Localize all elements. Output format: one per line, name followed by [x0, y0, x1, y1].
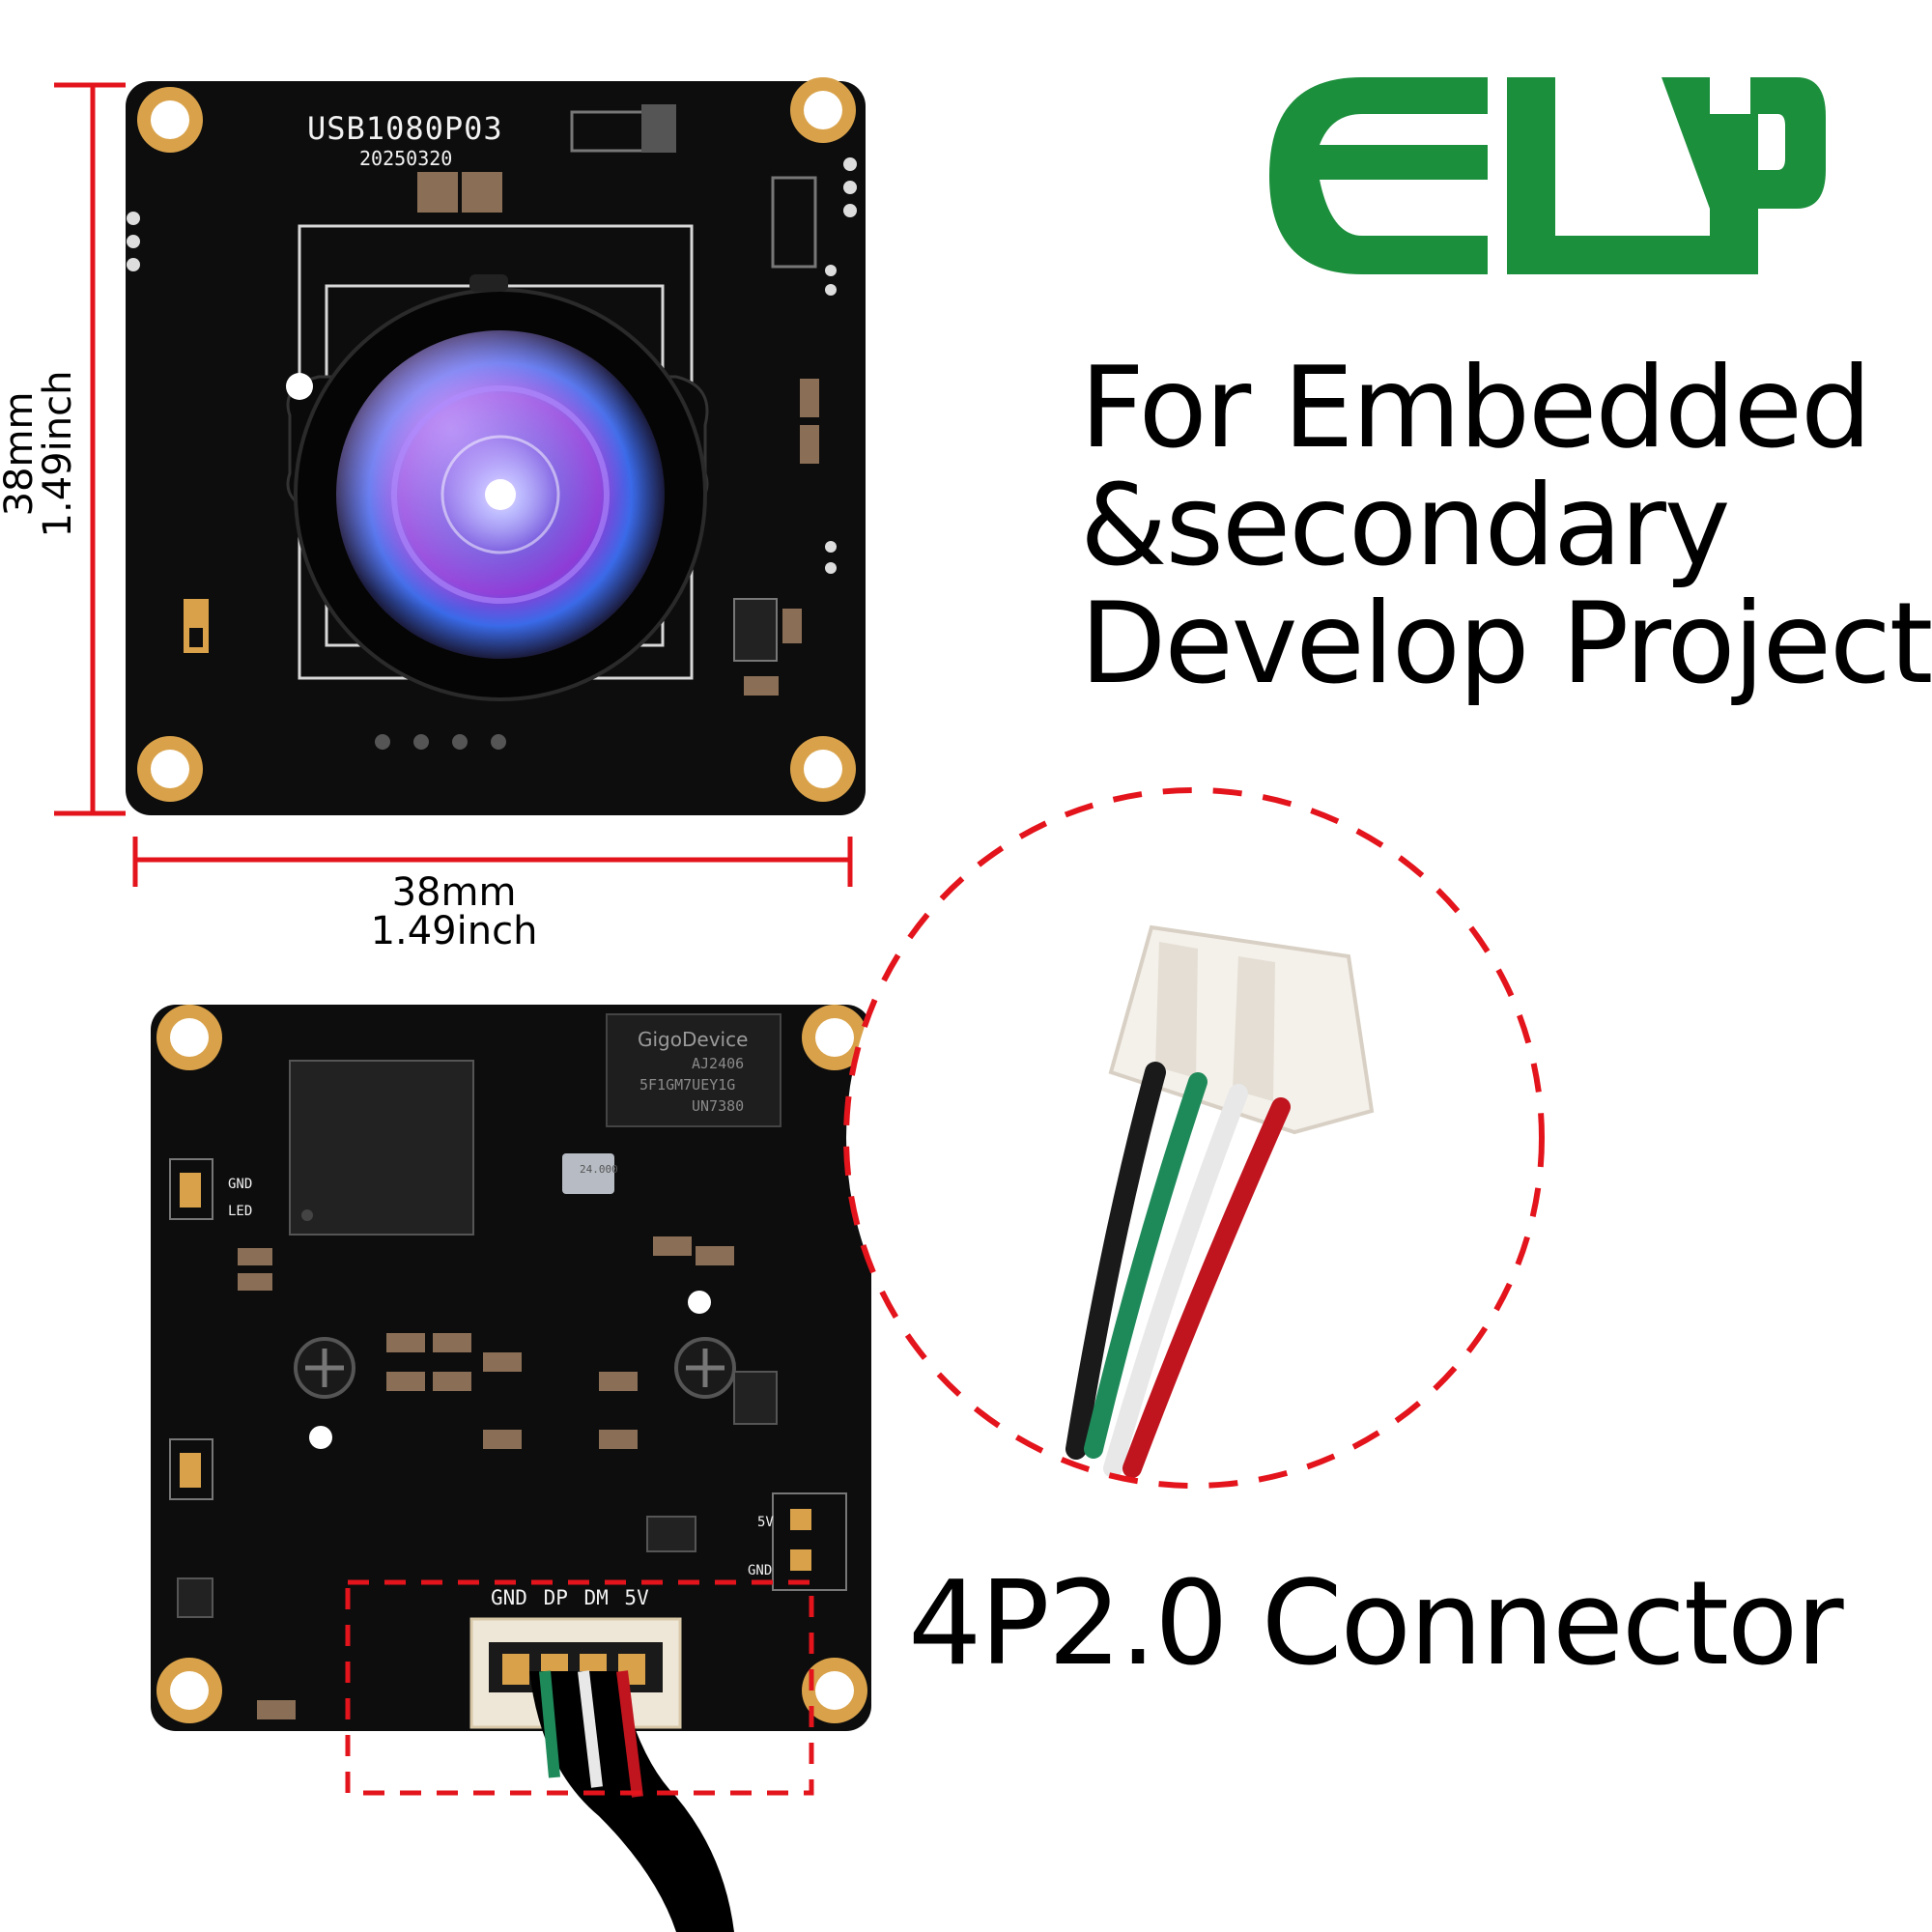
silk-5v: 5V — [757, 1515, 774, 1530]
mounting-hole — [790, 77, 856, 143]
screw — [294, 1337, 355, 1399]
board-date-silkscreen: 20250320 — [359, 147, 453, 170]
height-mm: 38mm — [0, 391, 42, 517]
elp-logo — [1269, 77, 1826, 274]
zoomed-wires — [1065, 1062, 1291, 1478]
headline-line-3: Develop Project — [1080, 579, 1932, 709]
mounting-hole — [790, 736, 856, 802]
processor-chip — [289, 1060, 474, 1236]
headline-line-2: &secondary — [1080, 461, 1731, 591]
board-model-silkscreen: USB1080P03 — [307, 110, 503, 147]
chip-brand: GigoDevice — [638, 1028, 749, 1051]
connector-pin-labels: GND DP DM 5V — [491, 1586, 649, 1609]
mounting-hole — [137, 87, 203, 153]
mounting-hole — [802, 1658, 867, 1723]
zoomed-connector-housing — [1108, 924, 1375, 1135]
front-board — [126, 77, 866, 815]
chip-line-1: AJ2406 — [692, 1055, 745, 1072]
headline: For Embedded &secondary Develop Project — [1080, 343, 1932, 709]
crystal-label: 24.000 — [580, 1163, 618, 1176]
mounting-hole — [802, 1005, 867, 1070]
back-board — [151, 1005, 871, 1731]
zoom-circle-border — [843, 787, 1545, 1489]
height-dimension: 38mm 1.49inch — [0, 357, 80, 551]
width-inch: 1.49inch — [370, 909, 538, 953]
height-inch: 1.49inch — [36, 370, 80, 538]
usb-cable — [529, 1670, 734, 1932]
silk-gnd-2: GND — [748, 1563, 773, 1578]
mounting-hole — [156, 1005, 222, 1070]
dimension-vertical — [54, 82, 126, 816]
mounting-hole — [156, 1658, 222, 1723]
mounting-hole — [137, 736, 203, 802]
headline-line-1: For Embedded — [1080, 343, 1872, 473]
connector-label: 4P2.0 Connector — [908, 1557, 1844, 1691]
width-mm: 38mm — [391, 870, 517, 915]
screw — [674, 1337, 736, 1399]
connector-highlight-box — [345, 1579, 814, 1796]
silk-led: LED — [228, 1204, 253, 1219]
chip-line-2: 5F1GM7UEY1G — [639, 1076, 736, 1094]
flash-chip — [606, 1013, 781, 1127]
crystal — [562, 1153, 614, 1194]
silk-gnd: GND — [228, 1177, 253, 1192]
width-dimension: 38mm 1.49inch — [357, 873, 551, 951]
dimension-horizontal — [132, 837, 853, 887]
chip-line-3: UN7380 — [692, 1097, 745, 1115]
connector-zoom — [843, 787, 1545, 1489]
